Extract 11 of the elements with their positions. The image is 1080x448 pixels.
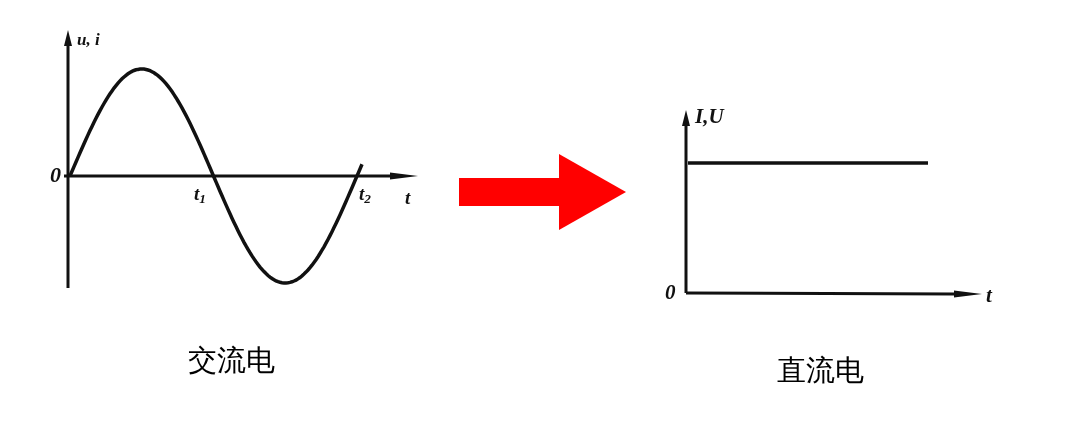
time-label: t$_{1}$	[194, 184, 206, 206]
arrow	[459, 154, 626, 230]
chart-caption: 交流电	[188, 346, 275, 375]
chart-caption: 直流电	[777, 356, 864, 385]
time-label: t$_{2}$	[359, 184, 371, 206]
origin-label: 0	[665, 282, 676, 303]
axis-label: u, i	[77, 31, 100, 48]
axis-label: t	[986, 285, 992, 306]
origin-label: 0	[50, 164, 61, 186]
axis-label: t	[405, 188, 411, 207]
axis-label: I,U	[695, 106, 724, 127]
